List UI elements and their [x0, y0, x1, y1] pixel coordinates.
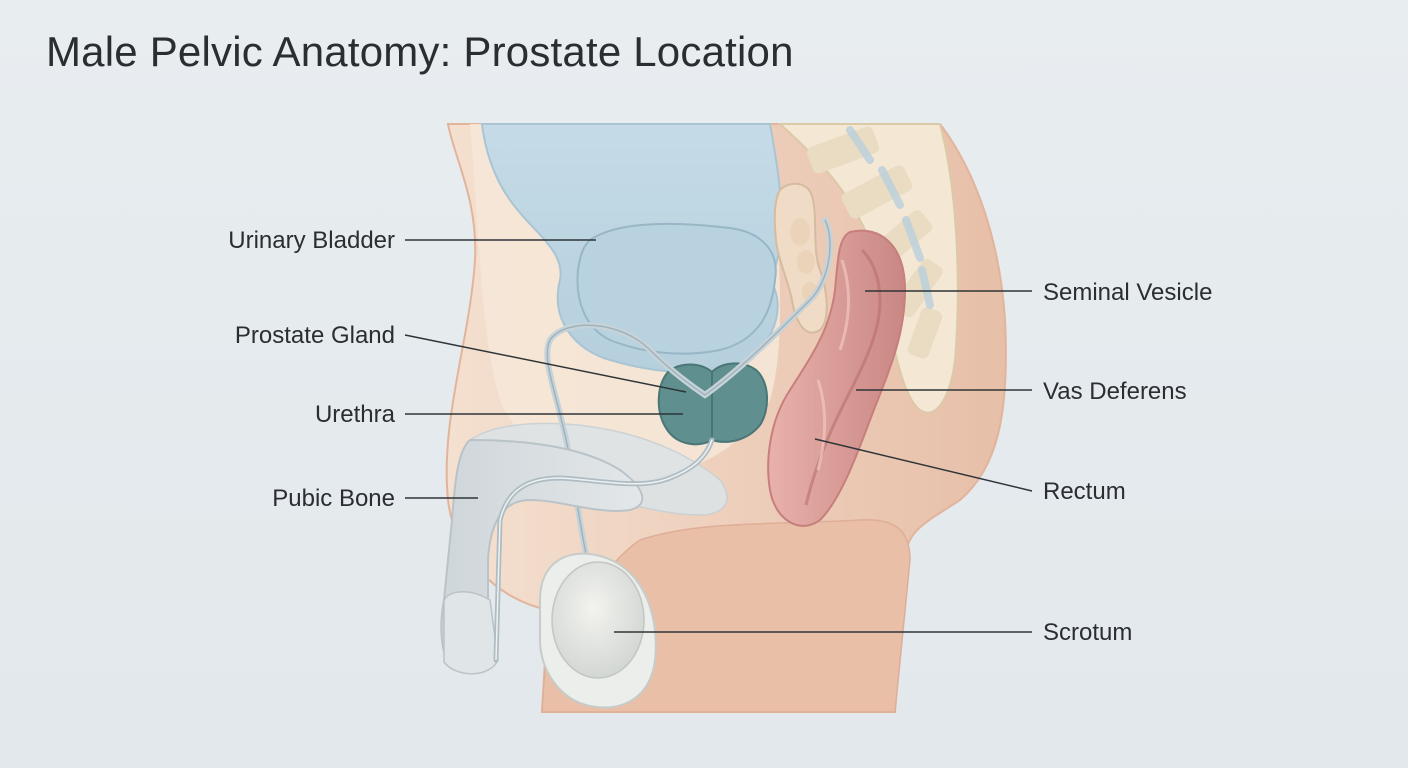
rectum-shape	[767, 229, 907, 527]
page-title: Male Pelvic Anatomy: Prostate Location	[46, 28, 794, 75]
svg-text:Prostate Gland: Prostate Gland	[235, 322, 395, 349]
label-urinary-bladder: Urinary Bladder	[228, 227, 596, 254]
label-prostate-gland: Prostate Gland	[235, 322, 687, 393]
label-urethra: Urethra	[315, 401, 683, 428]
urinary-bladder-inner	[576, 222, 777, 355]
label-vas-deferens: Vas Deferens	[856, 378, 1187, 405]
sacrum-spine	[777, 123, 959, 414]
svg-text:Rectum: Rectum	[1043, 478, 1126, 505]
svg-text:Urethra: Urethra	[315, 401, 396, 428]
label-scrotum: Scrotum	[614, 619, 1132, 646]
label-rectum: Rectum	[814, 438, 1126, 505]
svg-text:Scrotum: Scrotum	[1043, 619, 1132, 646]
scrotum-shape	[539, 552, 657, 709]
label-pubic-bone: Pubic Bone	[272, 485, 478, 512]
svg-text:Pubic Bone: Pubic Bone	[272, 485, 395, 512]
svg-text:Vas Deferens: Vas Deferens	[1043, 378, 1187, 405]
svg-text:Seminal Vesicle: Seminal Vesicle	[1043, 279, 1212, 306]
svg-text:Urinary Bladder: Urinary Bladder	[228, 227, 395, 254]
penis-shape	[440, 438, 644, 675]
label-seminal-vesicle: Seminal Vesicle	[865, 279, 1212, 306]
